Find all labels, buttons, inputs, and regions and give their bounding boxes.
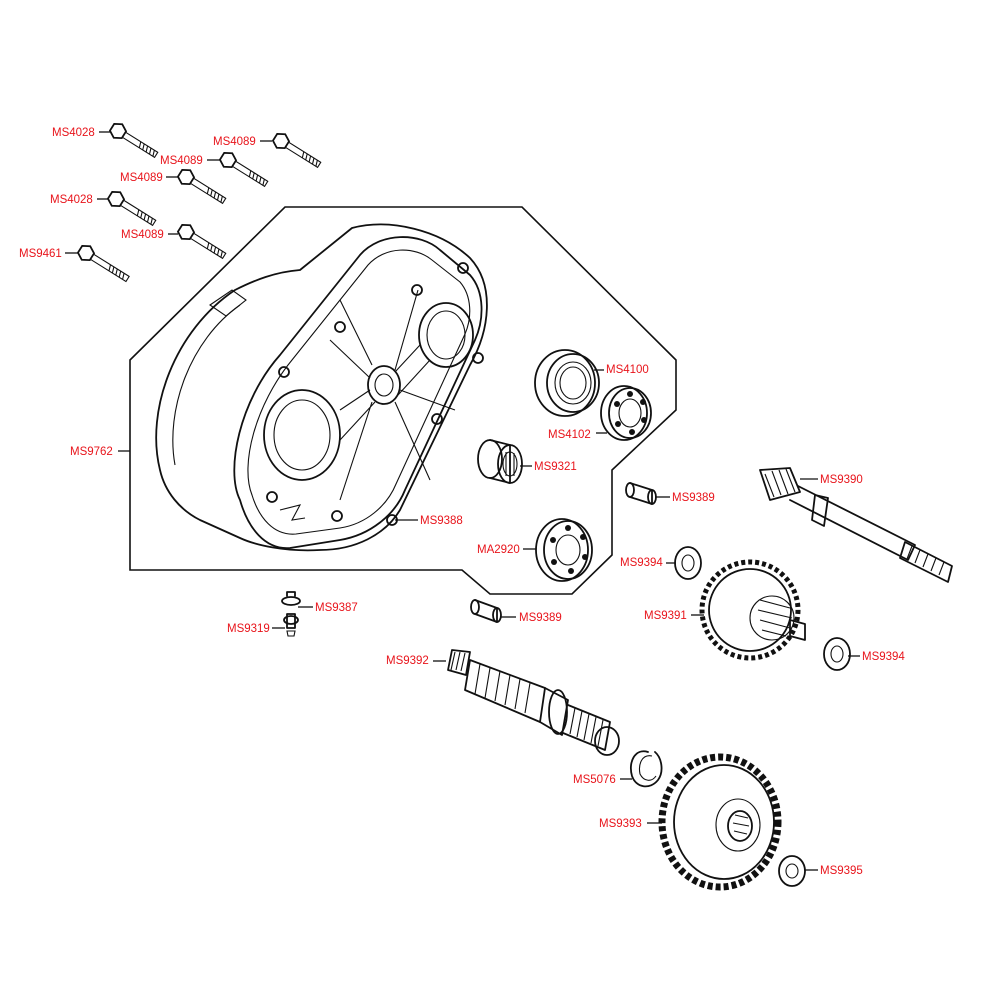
oil-seal-ms4100 [534,349,600,417]
callout-ms9461: MS9461 [19,248,62,260]
bearing-ma2920 [535,518,593,582]
callout-ms9392: MS9392 [386,655,429,667]
shaft-ms9390 [759,467,953,583]
bolt-ms4089-a [271,132,322,169]
circlip-ms5076 [630,750,663,788]
transmission-cover [155,223,488,552]
dowel-pin-ms9389-a [625,482,657,505]
callout-ma2920: MA2920 [477,544,520,556]
callout-ms9390: MS9390 [820,474,863,486]
callout-ms9389-a: MS9389 [672,492,715,504]
callout-ms4089-c: MS4089 [120,172,163,184]
callout-ms4089-d: MS4089 [121,229,164,241]
bolt-ms4089-c [176,168,227,205]
gear-ms9393 [658,753,782,891]
bolt-ms4028-b [106,190,157,227]
gear-ms9391 [699,559,806,661]
bolt-ms4028-a [108,122,159,159]
needle-bearing-ms9321 [477,439,523,484]
callout-ms9319: MS9319 [227,623,270,635]
callout-ms9395: MS9395 [820,865,863,877]
callout-ms4089-a: MS4089 [213,136,256,148]
callout-ms9762: MS9762 [70,446,113,458]
callout-ms9394-b: MS9394 [862,651,905,663]
callout-ms9388: MS9388 [420,515,463,527]
callout-ms9393: MS9393 [599,818,642,830]
callout-ms4028-b: MS4028 [50,194,93,206]
callout-ms9391: MS9391 [644,610,687,622]
callout-ms9389-b: MS9389 [519,612,562,624]
bolt-ms4089-d [176,223,227,260]
bearing-ms4102 [600,385,652,441]
bolt-ms9461 [76,244,130,283]
callout-ms5076: MS5076 [573,774,616,786]
callout-ms4028-a: MS4028 [52,127,95,139]
callout-ms4100: MS4100 [606,364,649,376]
bolt-ms4089-b [218,151,269,188]
dowel-pin-ms9389-b [470,599,502,623]
callout-ms4089-b: MS4089 [160,155,203,167]
shaft-ms9392 [447,649,620,756]
callout-ms9387: MS9387 [315,602,358,614]
washer-ms9394-a [674,546,702,580]
washer-ms9395 [778,855,806,887]
part-labels: MS4028 MS4089 MS4089 MS4089 MS4028 MS408… [19,127,905,877]
leader-lines [65,131,860,871]
washer-ms9394-b [823,637,851,671]
drain-bolt-assembly [281,591,301,637]
callout-ms4102: MS4102 [548,429,591,441]
callout-ms9321: MS9321 [534,461,577,473]
callout-ms9394-a: MS9394 [620,557,663,569]
cover-group-outline [129,206,677,595]
